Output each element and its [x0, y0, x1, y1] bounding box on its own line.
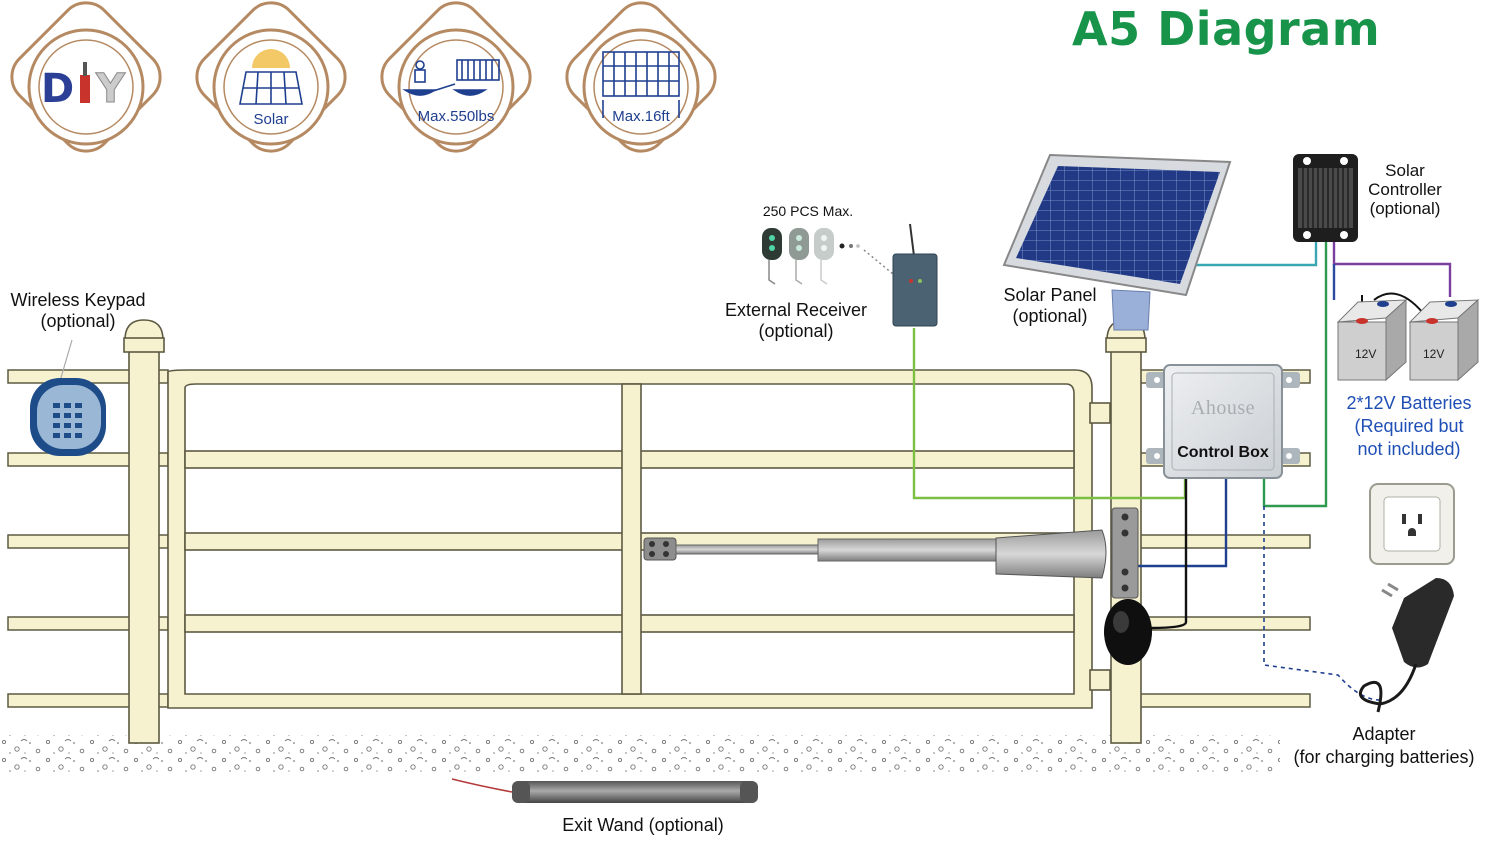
sun-icon: [252, 49, 290, 68]
badge-diy: D Y: [10, 1, 162, 153]
diy-letter-y: Y: [95, 66, 126, 112]
keypad-label-line1: Wireless Keypad: [10, 290, 146, 310]
batteries-label-line2: (Required but: [1354, 416, 1464, 437]
solar-panel-label: Solar Panel (optional): [988, 285, 1112, 326]
remotes-count-label: 250 PCS Max.: [762, 203, 854, 219]
receiver-label-line1: External Receiver: [724, 300, 868, 320]
badge-weight-text: Max.550lbs: [417, 108, 495, 125]
external-receiver: [892, 223, 938, 327]
control-box-label: Control Box: [1177, 444, 1269, 461]
receiver-label: External Receiver (optional): [706, 300, 886, 341]
scale-icon: [402, 59, 500, 96]
batteries-label-line1: 2*12V Batteries: [1346, 393, 1472, 413]
solar-panel-label-line1: Solar Panel: [1003, 285, 1097, 305]
gate-actuator: [643, 507, 1139, 599]
exit-wand-label: Exit Wand (optional): [562, 815, 724, 835]
adapter-label-line1: Adapter: [1352, 724, 1416, 744]
remote-fobs: [762, 228, 894, 285]
badge-solar: [195, 1, 347, 153]
screwdriver-icon: [80, 75, 90, 103]
controller-label-line3: (optional): [1369, 199, 1441, 219]
gate: [167, 369, 1111, 709]
wiring: [912, 240, 1452, 701]
controller-label-line1: Solar: [1385, 161, 1425, 180]
actuator-wire: [1122, 478, 1228, 568]
gravel-ground: [0, 735, 1280, 775]
battery-1-voltage: 12V: [1355, 347, 1376, 361]
controller-label-line2: Controller: [1368, 180, 1442, 200]
badge-solar-text: Solar: [253, 111, 289, 128]
keypad-label-line2: (optional): [40, 310, 116, 331]
solar-panel: [1002, 153, 1232, 331]
keypad-label: Wireless Keypad (optional): [0, 290, 156, 331]
battery-2: [1408, 298, 1480, 382]
battery-wire-pos: [1332, 240, 1452, 297]
diagram-title: A5 Diagram: [1072, 2, 1381, 56]
wireless-keypad: [30, 339, 106, 456]
solar-panel-wire: [1188, 240, 1318, 267]
control-box: [1146, 364, 1300, 479]
batteries-label-line3: not included): [1357, 439, 1461, 460]
adapter-label-line2: (for charging batteries): [1293, 747, 1475, 768]
solar-panel-label-line2: (optional): [1012, 305, 1088, 326]
controller-label: Solar Controller (optional): [1360, 161, 1450, 219]
controller-wire: [1262, 240, 1328, 508]
battery-1: [1336, 298, 1408, 382]
adapter-icon: [1359, 578, 1454, 713]
receiver-label-line2: (optional): [758, 320, 834, 341]
exit-wand: [451, 778, 758, 803]
left-post: [123, 319, 165, 744]
solar-controller: [1293, 154, 1358, 242]
brand-label: Ahouse: [1190, 397, 1256, 419]
battery-2-voltage: 12V: [1423, 347, 1444, 361]
outlet-icon: [1369, 483, 1455, 565]
photo-eye-sensor: [1104, 599, 1152, 665]
gate-length-icon: [602, 51, 680, 118]
badge-length: [565, 1, 717, 153]
badge-weight: [380, 1, 532, 153]
adapter-label: Adapter (for charging batteries): [1282, 723, 1485, 770]
badge-length-text: Max.16ft: [612, 108, 670, 125]
adapter-wire: [1263, 506, 1381, 701]
photo-eye-wire: [1149, 478, 1188, 630]
batteries-label: 2*12V Batteries (Required but not includ…: [1336, 392, 1482, 461]
diy-letter-d: D: [41, 66, 74, 112]
solar-panel-icon: [239, 71, 303, 105]
